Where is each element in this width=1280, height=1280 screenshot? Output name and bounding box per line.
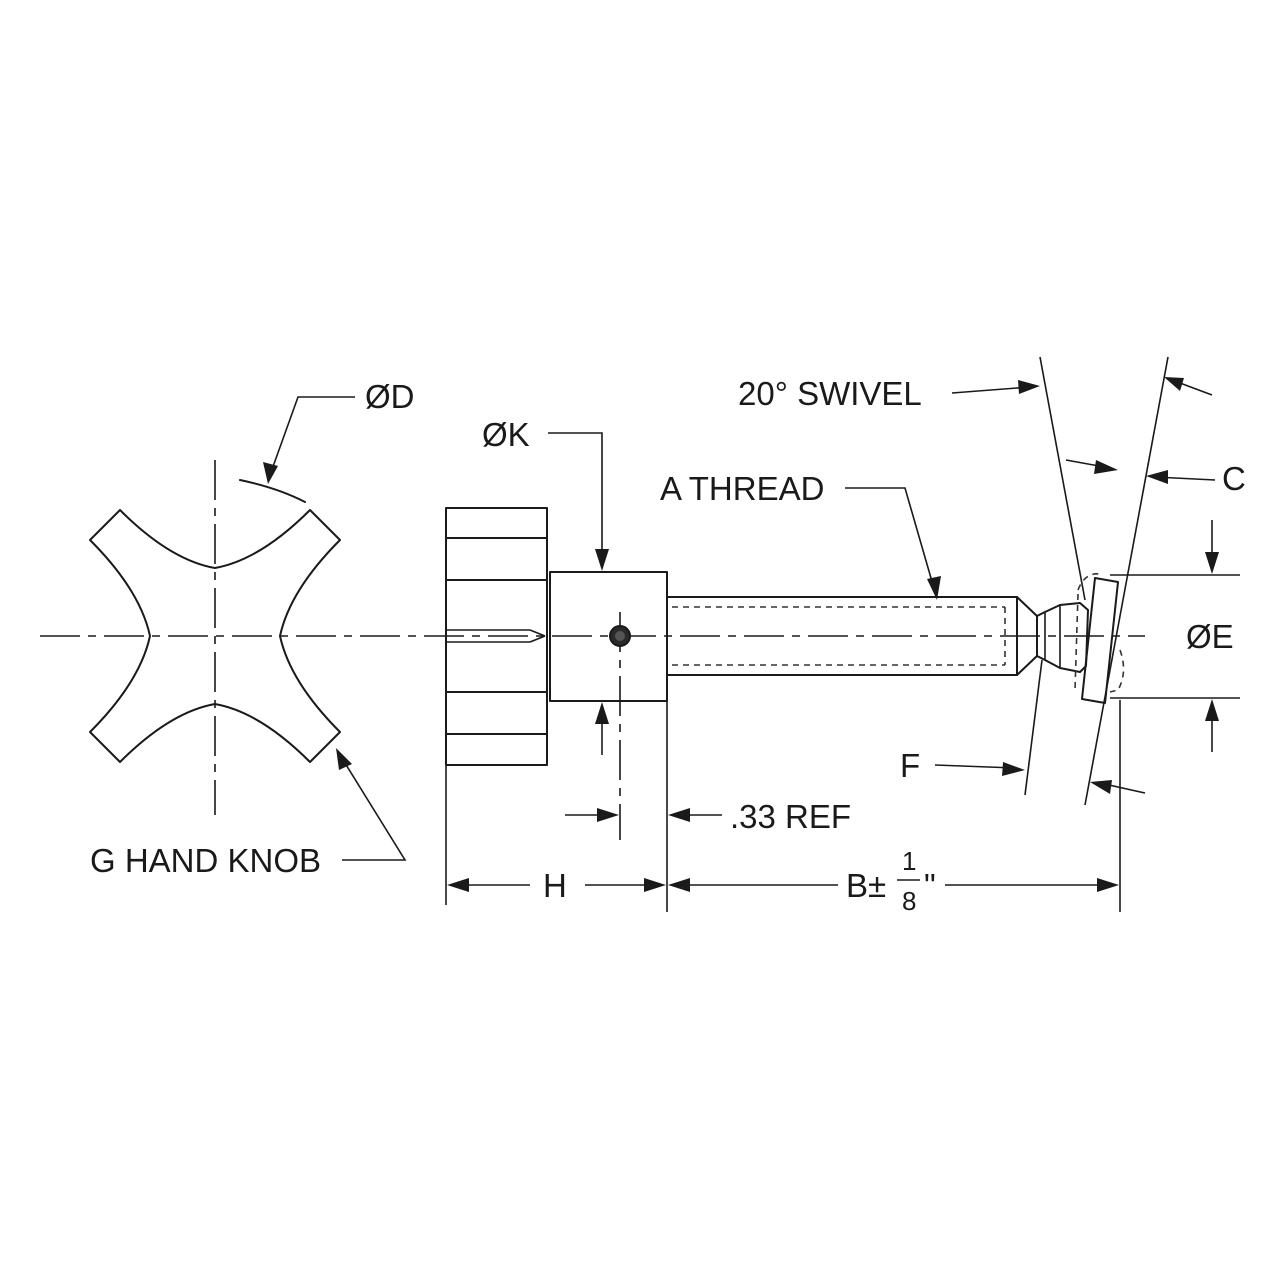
a-thread-label: A THREAD — [660, 470, 824, 507]
knob-bore-line-4 — [529, 635, 546, 643]
diameter-k-leader — [548, 432, 603, 562]
diameter-k-arrowhead — [595, 549, 609, 571]
h-arrowhead-right — [644, 878, 666, 892]
b-dim-label: B± — [846, 867, 886, 904]
swivel-angle-line-left — [1039, 356, 1086, 601]
f-dim-label: F — [900, 747, 920, 784]
ref-dim-label: .33 REF — [730, 798, 851, 835]
e-arrowhead-top — [1205, 552, 1219, 574]
ref-arrowhead-right — [668, 808, 690, 822]
b-frac-numerator: 1 — [902, 846, 916, 876]
swivel-pad-body — [1081, 577, 1119, 704]
f-arrowhead-right — [1090, 780, 1112, 794]
hand-knob-label: G HAND KNOB — [90, 842, 321, 879]
b-frac-denominator: 8 — [902, 886, 916, 916]
knob-body — [445, 507, 548, 766]
threaded-shaft — [666, 596, 1038, 676]
diameter-d-arc — [239, 479, 306, 503]
b-arrowhead-left — [668, 878, 690, 892]
swivel-pad-hidden — [1074, 573, 1125, 693]
swivel-neck-detail — [1044, 605, 1061, 668]
knob-bore-line-3 — [529, 629, 546, 637]
a-thread-arrowhead — [927, 576, 941, 600]
swivel-angle-line-right — [1084, 356, 1169, 806]
swivel-angle-line-left-lower — [1024, 659, 1043, 796]
diameter-e-label: ØE — [1186, 618, 1234, 655]
h-arrowhead-left — [447, 878, 469, 892]
swivel-leader — [951, 386, 1031, 394]
c-dim-arrowhead-left — [1094, 460, 1118, 474]
hand-knob-arrowhead — [336, 748, 352, 770]
swivel-arrowhead-left — [1018, 380, 1040, 394]
swivel-neck — [1036, 602, 1089, 673]
b-arrowhead-right — [1097, 878, 1119, 892]
knob-side-view — [445, 507, 548, 766]
hub — [549, 571, 668, 840]
b-inch-mark: " — [924, 867, 936, 904]
swivel-pad — [1024, 356, 1169, 806]
swivel-label: 20° SWIVEL — [738, 375, 922, 412]
ref-arrowhead-left — [597, 808, 619, 822]
c-dim-arrowhead-right — [1146, 470, 1168, 484]
knob-cross-outline — [89, 509, 341, 763]
f-arrowhead-left — [1002, 762, 1025, 776]
diameter-d-label: ØD — [365, 378, 415, 415]
c-dim-label: C — [1222, 460, 1246, 497]
diameter-d-leader — [269, 396, 355, 476]
diameter-k-lower-arrowhead — [595, 702, 609, 724]
knob-end-view — [89, 460, 341, 815]
h-dim-label: H — [543, 867, 567, 904]
swivel-arrowhead-right — [1164, 377, 1184, 391]
f-dim-line-left — [934, 764, 1016, 769]
diameter-d-arrowhead — [263, 462, 278, 484]
e-arrowhead-bottom — [1205, 699, 1219, 721]
hub-body — [549, 571, 668, 702]
diameter-k-label: ØK — [482, 416, 530, 453]
hand-knob-leader — [339, 754, 407, 861]
a-thread-leader — [845, 487, 936, 593]
hub-pin-hole-inner — [615, 631, 625, 641]
